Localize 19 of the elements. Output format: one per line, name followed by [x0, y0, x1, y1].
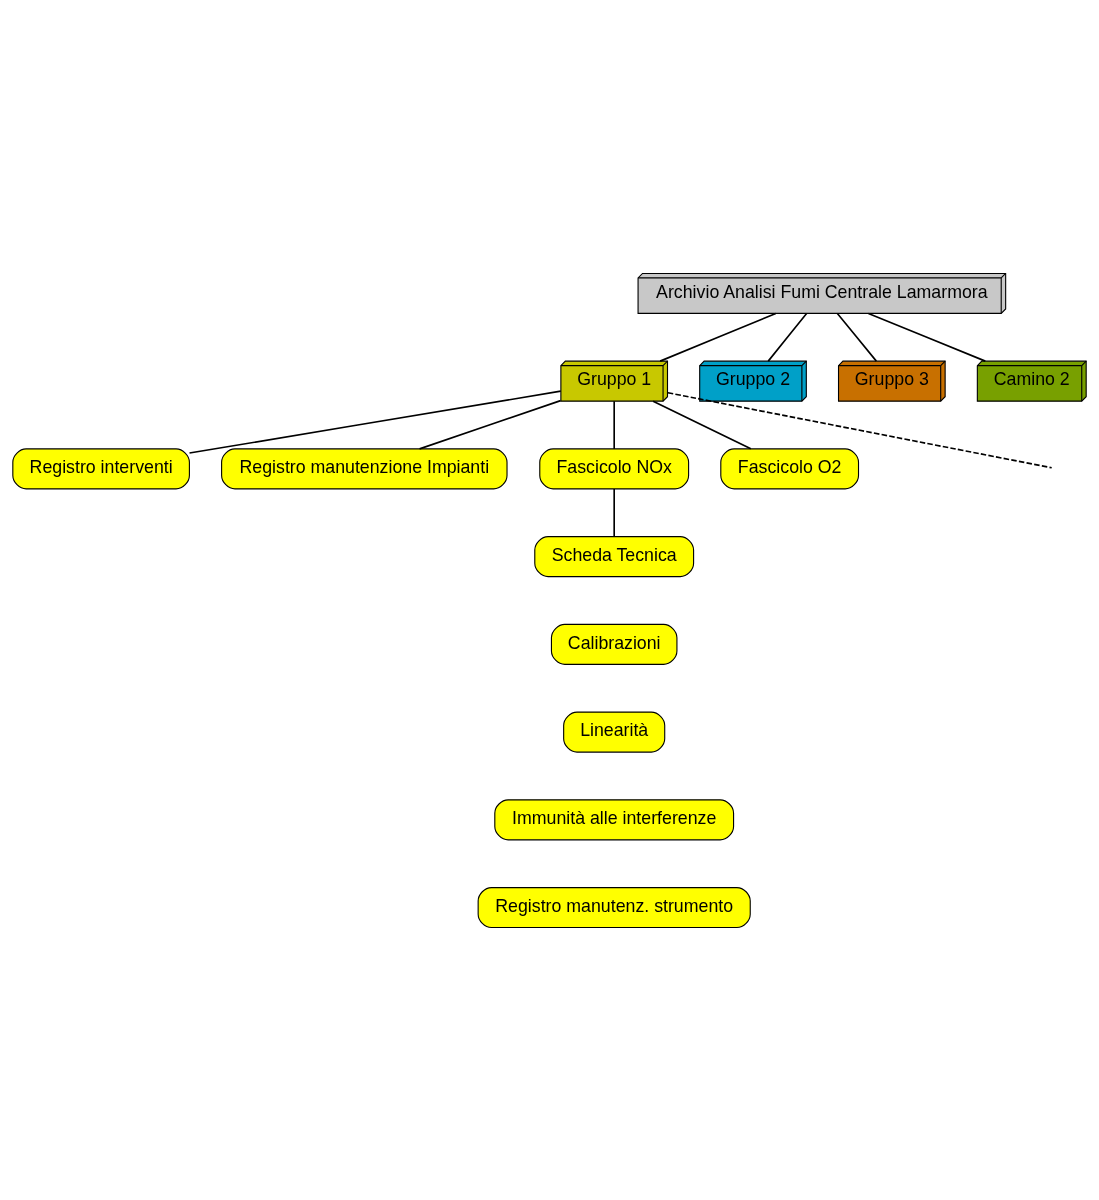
node-box: Registro manutenz. strumento [477, 886, 751, 928]
node-box: Fascicolo NOx [539, 447, 690, 489]
connector [767, 312, 808, 362]
node-box: Linearità [563, 711, 666, 753]
connector [613, 487, 616, 537]
node-box: Fascicolo O2 [720, 447, 860, 489]
node-box: Scheda Tecnica [534, 535, 695, 577]
connector [652, 399, 752, 450]
connector [836, 312, 878, 362]
connector [418, 399, 562, 450]
node-box: Registro interventi [12, 447, 190, 489]
connector [667, 391, 1053, 469]
connector [613, 399, 616, 450]
node-box: Registro manutenzione Impianti [221, 447, 508, 489]
connector [867, 312, 987, 362]
node-box: Immunità alle interferenze [494, 798, 735, 840]
connector [659, 312, 777, 362]
node-box: Calibrazioni [550, 623, 678, 665]
connector [188, 389, 562, 454]
